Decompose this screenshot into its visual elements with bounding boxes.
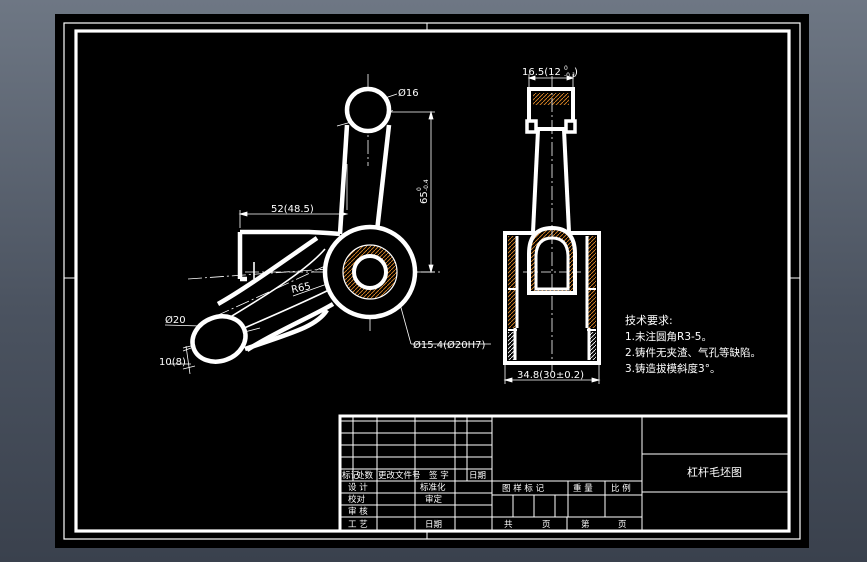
dim-dia20: Ø20 [165, 314, 186, 326]
notes-line-3: 3.铸造拔模斜度3°。 [625, 362, 720, 375]
side-view: 16.5(12 0 -0.1 ) 34.8(30±0.2) [503, 65, 601, 384]
side-shaft [531, 129, 571, 233]
tb-row-design: 设 计 [348, 482, 368, 493]
dim-dia16: Ø16 [398, 87, 419, 99]
top-boss [344, 86, 392, 134]
tb-page2: 页 [618, 520, 627, 530]
tb-row-std: 标准化 [420, 482, 446, 493]
tb-row-craft: 工 艺 [348, 520, 368, 530]
tb-scale: 比 例 [611, 483, 631, 494]
tb-col-mark: 标记 [342, 470, 360, 481]
tb-row-review: 审定 [425, 494, 443, 505]
tb-drawing-name: 杠杆毛坯图 [687, 465, 742, 479]
dim-52: 52(48.5) [271, 204, 314, 215]
dim-r65: R65 [290, 281, 312, 296]
tb-stage: 图 样 标 记 [502, 483, 545, 494]
hub-bore [352, 254, 388, 290]
dim-16-5: 16.5(12 [522, 67, 561, 78]
dim-dia15-4: Ø15.4(Ø20H7) [413, 339, 486, 351]
left-boss [190, 314, 248, 364]
tb-col-doc: 更改文件号 [378, 470, 421, 481]
notes-line-1: 1.未注圆角R3-5。 [625, 330, 712, 343]
tb-row-date2: 日期 [425, 520, 442, 530]
tb-col-count: 处数 [356, 470, 374, 481]
technical-requirements: 技术要求: 1.未注圆角R3-5。 2.铸件无夹渣、气孔等缺陷。 3.铸造拔模斜… [625, 314, 761, 375]
front-view: Ø16 52(48.5) 65 0 -0.4 R65 Ø20 10(8) Ø15… [159, 74, 491, 375]
drawing-sheet: Ø16 52(48.5) 65 0 -0.4 R65 Ø20 10(8) Ø15… [55, 14, 809, 548]
dimension-lines-side [503, 74, 601, 384]
title-block: 杠杆毛坯图 标记 处数 更改文件号 签 字 日期 设 计 标准化 校对 审定 审… [338, 414, 791, 533]
outer-border [63, 22, 801, 540]
dim-16-5-tol-top: 0 [564, 65, 568, 72]
notes-line-2: 2.铸件无夹渣、气孔等缺陷。 [625, 346, 761, 359]
drawing-canvas: Ø16 52(48.5) 65 0 -0.4 R65 Ø20 10(8) Ø15… [63, 22, 801, 540]
tb-row-check: 校对 [348, 494, 366, 505]
dim-65-tol-top: 0 [416, 187, 423, 191]
tb-col-date: 日期 [469, 471, 486, 481]
tb-sheet-no: 第 [581, 519, 590, 530]
dimension-lines-front [164, 93, 491, 375]
dim-34-8: 34.8(30±0.2) [517, 370, 584, 381]
dim-16-5-group: 16.5(12 0 -0.1 ) [522, 65, 578, 79]
tb-total: 共 [504, 520, 513, 530]
tb-row-audit: 审 核 [348, 506, 368, 517]
side-top-boss [525, 87, 577, 134]
tb-page: 页 [542, 520, 551, 530]
tb-col-sign: 签 字 [429, 470, 449, 481]
dim-65: 65 [419, 191, 430, 204]
notes-title: 技术要求: [625, 314, 673, 327]
dim-16-5-close: ) [574, 67, 578, 78]
dim-65-tol-bot: -0.4 [423, 179, 430, 191]
dim-10-8: 10(8) [159, 357, 186, 368]
tb-weight: 重 量 [573, 483, 593, 494]
dim-16-5-tol-bot: -0.1 [564, 72, 576, 79]
